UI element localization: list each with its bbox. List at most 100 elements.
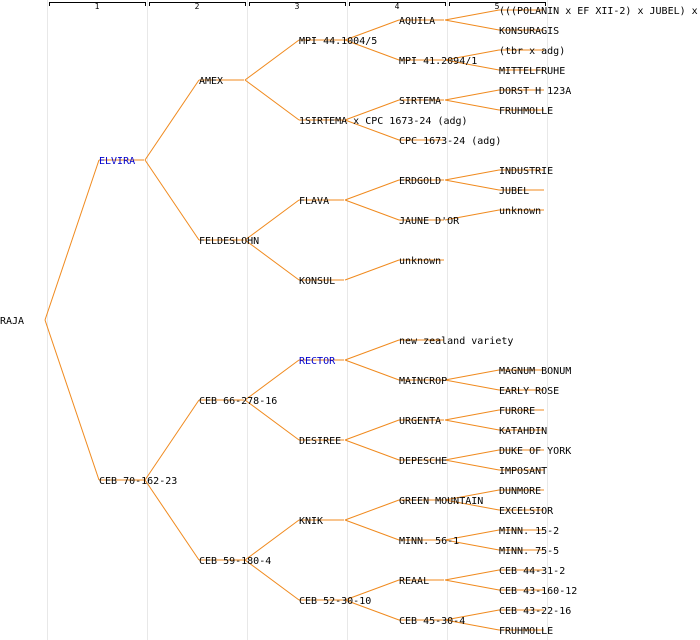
pedigree-node[interactable]: IMPOSANT	[499, 466, 547, 477]
pedigree-edge	[244, 239, 300, 281]
pedigree-edge	[444, 449, 500, 461]
pedigree-node[interactable]: DUKE OF YORK	[499, 446, 571, 457]
pedigree-edge	[244, 199, 300, 241]
pedigree-edge	[344, 99, 400, 121]
pedigree-node[interactable]: new zealand variety	[399, 336, 513, 347]
pedigree-edge	[444, 169, 500, 181]
pedigree-node[interactable]: EARLY ROSE	[499, 386, 559, 397]
pedigree-edge	[444, 99, 500, 111]
pedigree-node[interactable]: CEB 52-30-10	[299, 596, 371, 607]
generation-number: 4	[395, 2, 400, 11]
pedigree-node[interactable]: DUNMORE	[499, 486, 541, 497]
pedigree-node[interactable]: GREEN MOUNTAIN	[399, 496, 483, 507]
pedigree-node[interactable]: CEB 45-30-4	[399, 616, 465, 627]
pedigree-edge	[44, 319, 100, 481]
pedigree-edge	[244, 39, 300, 81]
pedigree-node[interactable]: REAAL	[399, 576, 429, 587]
pedigree-edge	[44, 159, 100, 321]
pedigree-node[interactable]: RECTOR	[299, 356, 336, 367]
pedigree-node[interactable]: MPI 41.2094/1	[399, 56, 477, 67]
pedigree-node[interactable]: (((POLANIN x EF XII-2) x JUBEL) x	[499, 6, 698, 17]
pedigree-node[interactable]: ERDGOLD	[399, 176, 441, 187]
pedigree-edge	[444, 89, 500, 101]
pedigree-edge	[444, 539, 500, 551]
pedigree-node[interactable]: KONSURAGIS	[499, 26, 559, 37]
pedigree-edge	[444, 529, 500, 541]
pedigree-nodes: (((POLANIN x EF XII-2) x JUBEL) x KONSURA…	[0, 6, 698, 637]
pedigree-node[interactable]: AMEX	[199, 76, 223, 87]
pedigree-edge	[444, 419, 500, 431]
pedigree-node[interactable]: MPI 44.1004/5	[299, 36, 377, 47]
pedigree-node[interactable]: unknown	[399, 256, 441, 267]
pedigree-edge	[344, 439, 400, 461]
pedigree-node[interactable]: MINN. 75-5	[499, 546, 559, 557]
pedigree-node[interactable]: CEB 66-278-16	[199, 396, 277, 407]
pedigree-node[interactable]: MINN. 56-1	[399, 536, 459, 547]
pedigree-node[interactable]: URGENTA	[399, 416, 441, 427]
pedigree-node[interactable]: KNIK	[299, 516, 323, 527]
pedigree-edges	[44, 9, 544, 631]
pedigree-edge	[444, 459, 500, 471]
pedigree-edge	[344, 499, 400, 521]
pedigree-node[interactable]: unknown	[499, 206, 541, 217]
generation-bracket	[49, 2, 146, 6]
pedigree-edge	[344, 179, 400, 201]
pedigree-edge	[244, 359, 300, 401]
pedigree-node[interactable]: KATAHDIN	[499, 426, 547, 437]
pedigree-node[interactable]: JUBEL	[499, 186, 529, 197]
pedigree-edge	[344, 19, 400, 41]
pedigree-node[interactable]: FRUHMOLLE	[499, 626, 553, 637]
pedigree-edge	[344, 419, 400, 441]
pedigree-edge	[444, 379, 500, 391]
pedigree-edge	[444, 9, 500, 21]
pedigree-edge	[444, 59, 500, 71]
pedigree-node[interactable]: MITTELFRUHE	[499, 66, 565, 77]
generation-number: 5	[495, 2, 500, 11]
pedigree-node[interactable]: SIRTEMA	[399, 96, 441, 107]
pedigree-edge	[344, 519, 400, 541]
pedigree-edge	[444, 499, 500, 511]
pedigree-node[interactable]: DESIREE	[299, 436, 341, 447]
pedigree-node[interactable]: FELDESLOHN	[199, 236, 259, 247]
pedigree-node[interactable]: INDUSTRIE	[499, 166, 553, 177]
pedigree-node[interactable]: 1SIRTEMA x CPC 1673-24 (adg)	[299, 116, 468, 127]
pedigree-node[interactable]: RAJA	[0, 316, 24, 327]
pedigree-node[interactable]: JAUNE D'OR	[399, 216, 460, 227]
pedigree-node[interactable]: FURORE	[499, 406, 535, 417]
pedigree-edge	[344, 199, 400, 221]
pedigree-edge	[444, 619, 500, 631]
pedigree-edge	[444, 579, 500, 591]
pedigree-edge	[144, 79, 200, 161]
generation-separators	[47, 0, 548, 640]
pedigree-edge	[444, 609, 500, 621]
pedigree-node[interactable]: AQUILA	[399, 16, 435, 27]
pedigree-node[interactable]: CEB 59-180-4	[199, 556, 271, 567]
generation-bracket	[449, 2, 546, 6]
pedigree-node[interactable]: MAINCROP	[399, 376, 447, 387]
pedigree-edge	[244, 559, 300, 601]
pedigree-node[interactable]: CEB 43-160-12	[499, 586, 577, 597]
generation-bracket	[249, 2, 346, 6]
pedigree-node[interactable]: FLAVA	[299, 196, 329, 207]
pedigree-node[interactable]: EXCELSIOR	[499, 506, 554, 517]
pedigree-edge	[244, 399, 300, 441]
pedigree-edge	[444, 569, 500, 581]
pedigree-node[interactable]: CEB 44-31-2	[499, 566, 565, 577]
pedigree-node[interactable]: (tbr x adg)	[499, 46, 565, 57]
pedigree-edge	[444, 49, 500, 61]
pedigree-edge	[344, 259, 400, 281]
pedigree-node[interactable]: CEB 70-162-23	[99, 476, 177, 487]
pedigree-node[interactable]: KONSUL	[299, 276, 335, 287]
pedigree-edge	[244, 79, 300, 121]
pedigree-node[interactable]: MINN. 15-2	[499, 526, 559, 537]
pedigree-edge	[344, 599, 400, 621]
pedigree-node[interactable]: CEB 43-22-16	[499, 606, 571, 617]
pedigree-node[interactable]: FRUHMOLLE	[499, 106, 553, 117]
pedigree-node[interactable]: ELVIRA	[99, 156, 135, 167]
pedigree-node[interactable]: CPC 1673-24 (adg)	[399, 136, 501, 147]
pedigree-node[interactable]: MAGNUM BONUM	[499, 366, 571, 377]
pedigree-node[interactable]: DEPESCHE	[399, 456, 447, 467]
pedigree-node[interactable]: DORST H 123A	[499, 86, 571, 97]
